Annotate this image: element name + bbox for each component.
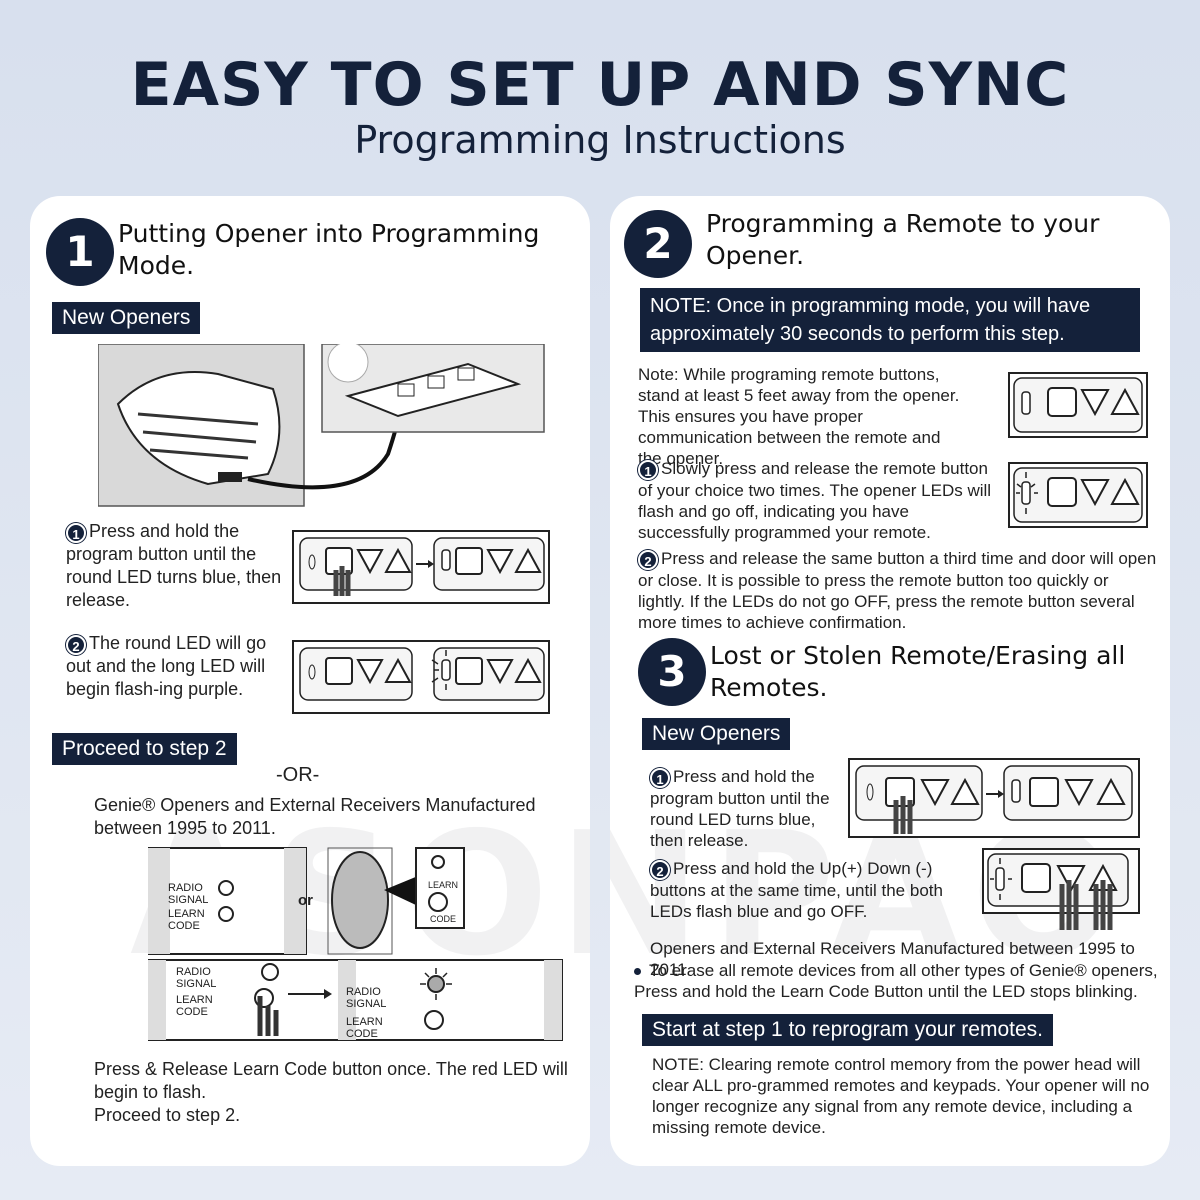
step2-instr1-text: Slowly press and release the remote butt… — [638, 459, 992, 542]
step3-keypad-updown — [982, 848, 1140, 937]
step1-instr2-number: 2 — [66, 635, 86, 655]
genie-openers-text: Genie® Openers and External Receivers Ma… — [94, 795, 536, 838]
keypad-flash-diagram — [292, 640, 550, 719]
remote-keypad-1 — [1008, 372, 1148, 443]
step2-panel: ASONPAO 2 Programming a Remote to your O… — [610, 196, 1170, 1166]
learn-label-remote: LEARN — [428, 880, 459, 890]
step1-panel: ASONPAO 1 Putting Opener into Programmin… — [30, 196, 590, 1166]
step1-instr1-text: Press and hold the program button until … — [66, 521, 282, 610]
step3-instr2-text: Press and hold the Up(+) Down (-) button… — [650, 859, 943, 921]
learn-code-diagram — [147, 846, 568, 1047]
step3-title: Lost or Stolen Remote/Erasing all Remote… — [710, 641, 1126, 702]
learn-code-label-3: LEARN CODE — [346, 1016, 383, 1040]
opener-illustration — [97, 341, 548, 519]
final-note: NOTE: Clearing remote control memory fro… — [652, 1055, 1150, 1137]
step3-instr2-number: 2 — [650, 860, 670, 880]
press-release-text: Press & Release Learn Code button once. … — [94, 1058, 574, 1127]
step2-instr2-number: 2 — [638, 550, 658, 570]
step1-title: Putting Opener into Programming Mode. — [118, 219, 540, 280]
or-separator: -OR- — [276, 764, 320, 786]
openers-manufactured-title: Openers and External Receivers Manufactu… — [650, 939, 1135, 979]
step3-instr1-text: Press and hold the program button until … — [650, 767, 830, 850]
step3-number: 3 — [638, 638, 706, 706]
step3-instr1-number: 1 — [650, 768, 670, 788]
step2-title: Programming a Remote to your Opener. — [706, 209, 1100, 270]
radio-signal-label-3: RADIO SIGNAL — [346, 986, 387, 1010]
erase-text: To erase all remote devices from all oth… — [634, 961, 1158, 1001]
start-step1-tag: Start at step 1 to reprogram your remote… — [642, 1014, 1054, 1046]
step1-new-openers-tag: New Openers — [52, 302, 201, 334]
step1-instr1-number: 1 — [66, 523, 86, 543]
remote-keypad-2 — [1008, 462, 1148, 533]
keypad-press-diagram — [292, 530, 550, 609]
press-release-line: Press & Release Learn Code button once. … — [94, 1059, 568, 1102]
radio-signal-label-2: RADIO SIGNAL — [176, 966, 217, 990]
step3-new-openers-tag: New Openers — [642, 718, 791, 750]
bullet-dot — [634, 968, 641, 975]
radio-signal-label-1: RADIO SIGNAL — [168, 882, 209, 906]
learn-code-label-1: LEARN CODE — [168, 908, 205, 932]
step3-keypad-press — [848, 758, 1140, 843]
proceed-line: Proceed to step 2. — [94, 1105, 241, 1125]
step2-instr2-text: Press and release the same button a thir… — [638, 549, 1157, 632]
erase-instructions: To erase all remote devices from all oth… — [634, 960, 1170, 1002]
page-subtitle: Programming Instructions — [354, 118, 846, 162]
step2-instr1-number: 1 — [638, 460, 658, 480]
code-label-remote: CODE — [430, 914, 457, 924]
step2-number: 2 — [624, 210, 692, 278]
step1-number: 1 — [46, 218, 114, 286]
page-title: EASY TO SET UP AND SYNC — [130, 50, 1070, 120]
step1-instr2-text: The round LED will go out and the long L… — [66, 633, 267, 699]
step2-note-box: NOTE: Once in programming mode, you will… — [640, 288, 1140, 352]
proceed-step2-tag: Proceed to step 2 — [52, 733, 237, 765]
learn-code-label-2: LEARN CODE — [176, 994, 213, 1018]
or-label: or — [298, 892, 313, 909]
step2-note: Note: While programing remote buttons, s… — [638, 365, 960, 468]
